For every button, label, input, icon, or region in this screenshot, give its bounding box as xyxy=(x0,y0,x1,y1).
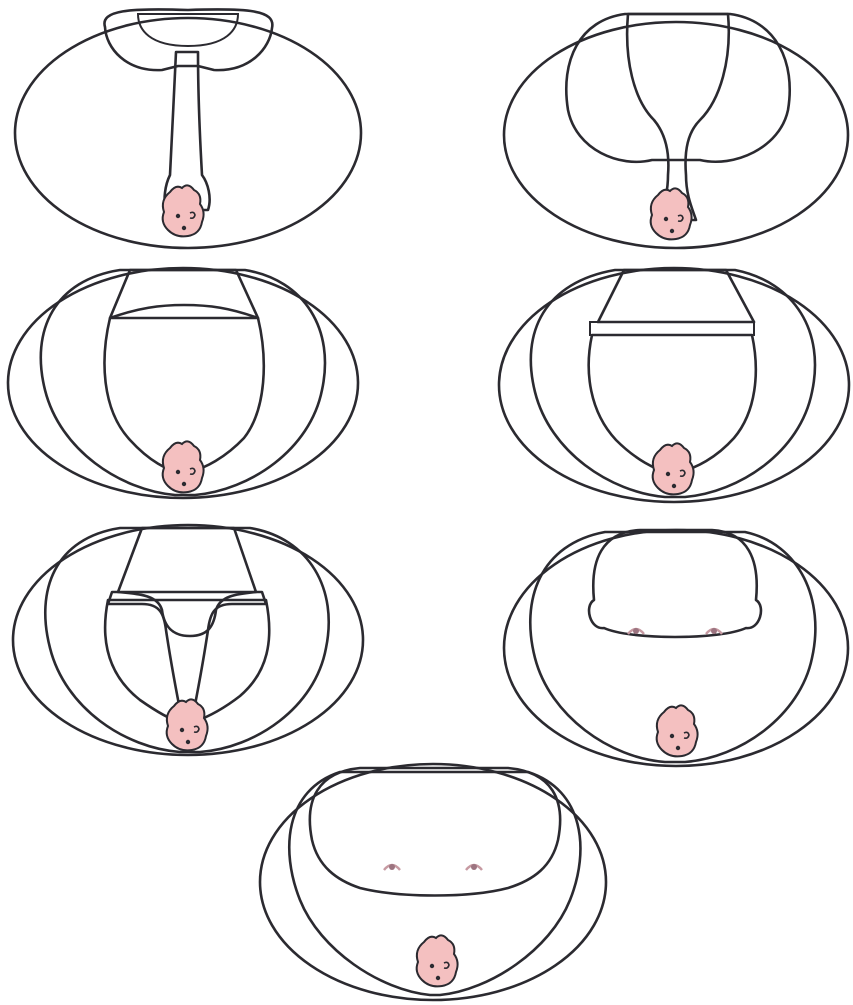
face-icon xyxy=(417,935,458,986)
stage-4-panel xyxy=(499,268,849,502)
stage-4-cavity xyxy=(598,270,754,322)
stage-3-panel xyxy=(8,268,358,498)
face-icon xyxy=(657,705,698,756)
face-icon xyxy=(651,188,692,239)
face-icon xyxy=(163,185,204,236)
face-icon xyxy=(163,441,204,492)
eye-spot-icon xyxy=(466,864,482,870)
stage-7-panel xyxy=(260,764,606,1000)
face-icon xyxy=(653,443,694,494)
face-icon xyxy=(167,699,208,750)
eye-spot-icon xyxy=(384,864,400,870)
stage-4-fiber-band xyxy=(590,322,754,335)
stage-6-panel xyxy=(504,530,848,766)
stage-7-cavity xyxy=(310,768,560,896)
stage-5-panel xyxy=(13,525,363,755)
stage-2-panel xyxy=(504,14,848,248)
stage-5-cavity xyxy=(118,528,256,636)
stage-6-cavity xyxy=(589,530,761,637)
stage-3-cavity xyxy=(110,270,258,318)
stage-1-panel xyxy=(15,9,361,248)
